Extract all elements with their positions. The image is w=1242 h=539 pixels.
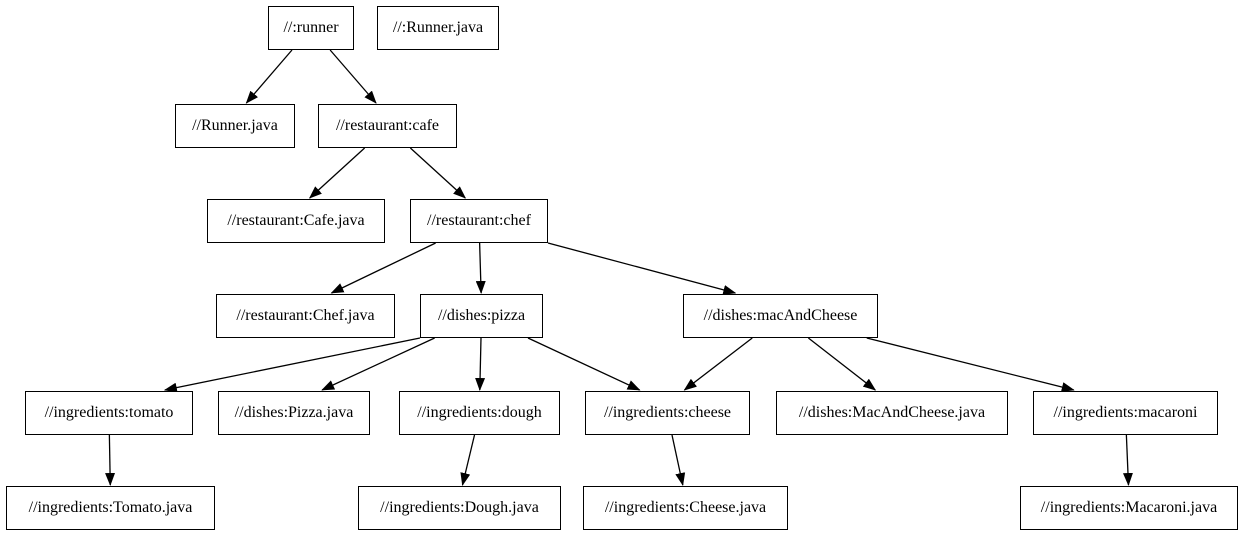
node-label: //restaurant:Chef.java: [236, 307, 375, 324]
edge-dough-to-dough-java: [460, 434, 476, 486]
node-cafe-java: //restaurant:Cafe.java: [207, 199, 385, 243]
edge-cafe-to-cafe-java: [308, 147, 366, 199]
node-pizza-java: //dishes:Pizza.java: [218, 391, 370, 435]
node-label: //ingredients:Cheese.java: [604, 499, 767, 516]
edge-macaroni-to-macaroni-java: [1122, 434, 1133, 486]
node-cafe: //restaurant:cafe: [318, 104, 457, 148]
node-mac-and-cheese-java: //dishes:MacAndCheese.java: [776, 391, 1008, 435]
node-label: //restaurant:cafe: [335, 117, 440, 134]
node-chef: //restaurant:chef: [410, 199, 548, 243]
node-label: //ingredients:macaroni: [1053, 404, 1198, 421]
node-label: //dishes:MacAndCheese.java: [798, 404, 986, 421]
node-cheese: //ingredients:cheese: [585, 391, 750, 435]
node-pizza: //dishes:pizza: [420, 294, 543, 338]
node-label: //:runner: [283, 19, 339, 36]
node-label: //ingredients:tomato: [44, 404, 174, 421]
edge-chef-to-pizza: [475, 242, 486, 294]
node-mac-and-cheese: //dishes:macAndCheese: [683, 294, 878, 338]
edge-cafe-to-chef: [409, 147, 467, 199]
node-cheese-java: //ingredients:Cheese.java: [583, 486, 788, 530]
node-label: //ingredients:Dough.java: [380, 499, 539, 516]
node-label: //restaurant:chef: [427, 212, 531, 229]
edge-tomato-to-tomato-java: [105, 434, 116, 486]
node-label: //ingredients:Tomato.java: [28, 499, 193, 516]
node-label: //:Runner.java: [392, 19, 484, 36]
node-dough: //ingredients:dough: [399, 391, 560, 435]
edge-mac-and-cheese-to-macaroni: [866, 337, 1075, 392]
edge-cheese-to-cheese-java: [671, 434, 686, 486]
node-chef-java: //restaurant:Chef.java: [216, 294, 395, 338]
node-macaroni: //ingredients:macaroni: [1033, 391, 1218, 435]
node-label: //ingredients:dough: [417, 404, 542, 421]
node-label: //ingredients:Macaroni.java: [1040, 499, 1218, 516]
node-label: //dishes:macAndCheese: [703, 307, 858, 324]
edge-chef-to-chef-java: [330, 242, 436, 294]
node-label: //Runner.java: [192, 117, 278, 134]
node-runner-java: //Runner.java: [175, 104, 295, 148]
node-runner-java-root: //:Runner.java: [377, 6, 499, 50]
edge-runner-to-runner-java: [245, 49, 293, 104]
node-macaroni-java: //ingredients:Macaroni.java: [1020, 486, 1238, 530]
edge-runner-to-cafe: [329, 49, 377, 104]
edge-mac-and-cheese-to-cheese: [683, 337, 753, 391]
node-dough-java: //ingredients:Dough.java: [358, 486, 561, 530]
node-tomato: //ingredients:tomato: [25, 391, 193, 435]
edge-pizza-to-dough: [475, 337, 486, 391]
node-label: //dishes:Pizza.java: [234, 404, 354, 421]
edge-mac-and-cheese-to-mac-and-cheese-java: [807, 337, 877, 391]
node-tomato-java: //ingredients:Tomato.java: [6, 486, 215, 530]
node-label: //ingredients:cheese: [603, 404, 732, 421]
node-label: //restaurant:Cafe.java: [227, 212, 365, 229]
edge-pizza-to-pizza-java: [321, 337, 435, 391]
edge-chef-to-mac-and-cheese: [547, 242, 737, 295]
node-label: //dishes:pizza: [437, 307, 526, 324]
edge-pizza-to-tomato: [163, 337, 421, 393]
edge-pizza-to-cheese: [527, 337, 641, 391]
node-runner: //:runner: [268, 6, 354, 50]
